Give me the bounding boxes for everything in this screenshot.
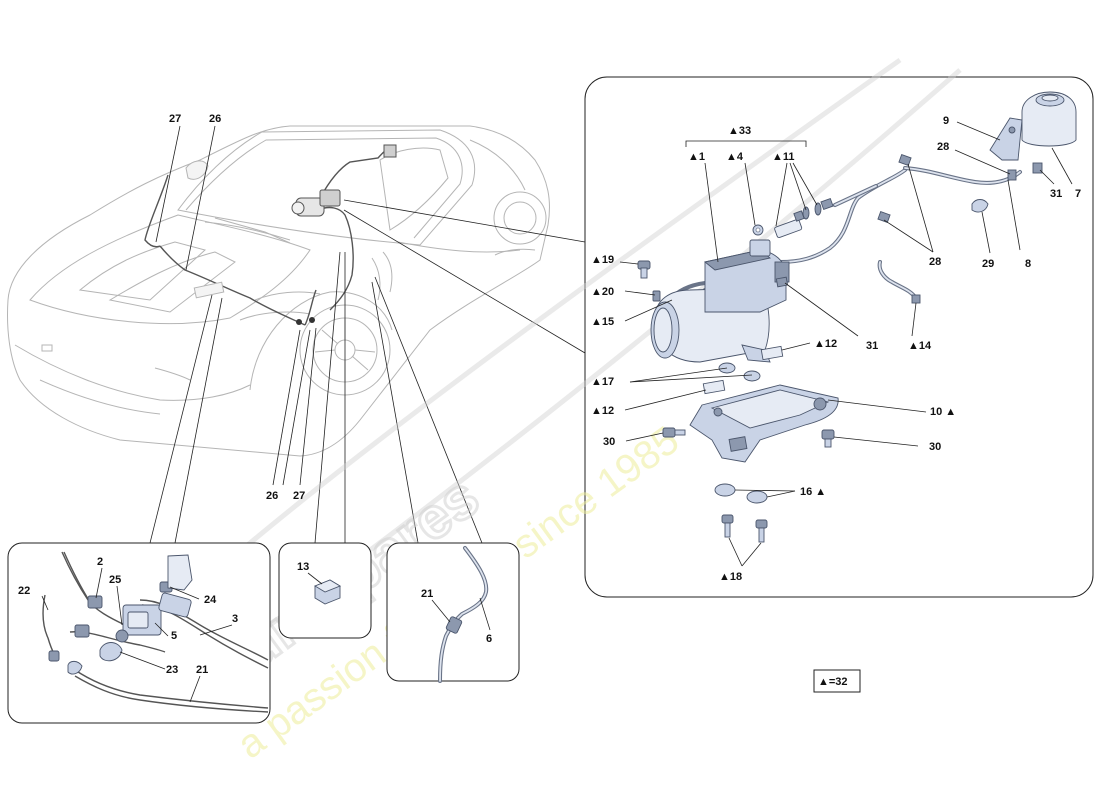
callout-27-top: 27 bbox=[169, 113, 181, 125]
callout-33: ▲33 bbox=[728, 125, 751, 137]
callout-30-left: 30 bbox=[603, 436, 615, 448]
callout-30-right: 30 bbox=[929, 441, 941, 453]
callout-18: ▲18 bbox=[719, 571, 742, 583]
legend-text: ▲=32 bbox=[818, 676, 848, 688]
callout-8: 8 bbox=[1025, 258, 1031, 270]
callout-26-top: 26 bbox=[209, 113, 221, 125]
callout-6: 6 bbox=[486, 633, 492, 645]
callout-29: 29 bbox=[982, 258, 994, 270]
callout-20: ▲20 bbox=[591, 286, 614, 298]
callout-16: 16 ▲ bbox=[800, 486, 826, 498]
callout-15: ▲15 bbox=[591, 316, 614, 328]
callout-23: 23 bbox=[166, 664, 178, 676]
car-leader-lines bbox=[149, 125, 586, 544]
car-outline bbox=[7, 125, 550, 457]
callout-1: ▲1 bbox=[688, 151, 705, 163]
callout-19: ▲19 bbox=[591, 254, 614, 266]
callout-5: 5 bbox=[171, 630, 177, 642]
callout-7: 7 bbox=[1075, 188, 1081, 200]
car-pump-thumbnail bbox=[291, 144, 397, 217]
callout-4: ▲4 bbox=[726, 151, 744, 163]
callout-17: ▲17 bbox=[591, 376, 614, 388]
callout-24: 24 bbox=[204, 594, 217, 606]
legend-box: ▲=32 bbox=[813, 669, 861, 693]
callout-13: 13 bbox=[297, 561, 309, 573]
main-leader-lines bbox=[619, 121, 1073, 567]
inset-middle-parts bbox=[307, 572, 342, 605]
callout-2: 2 bbox=[97, 556, 103, 568]
callout-26-bottom: 26 bbox=[266, 490, 278, 502]
callout-27-bottom: 27 bbox=[293, 490, 305, 502]
callout-10: 10 ▲ bbox=[930, 406, 956, 418]
callout-3: 3 bbox=[232, 613, 238, 625]
hydraulic-pump-unit bbox=[650, 239, 790, 363]
car-hydraulic-lines bbox=[144, 144, 397, 326]
callout-28-mid: 28 bbox=[929, 256, 941, 268]
callout-14: ▲14 bbox=[908, 340, 932, 352]
inset-left-parts bbox=[42, 551, 269, 713]
callout-22: 22 bbox=[18, 585, 30, 597]
callout-11: ▲11 bbox=[772, 151, 795, 163]
inset-left-leaders bbox=[41, 567, 233, 703]
callout-21-left: 21 bbox=[196, 664, 208, 676]
callout-31-mid: 31 bbox=[866, 340, 878, 352]
inset-right-parts bbox=[431, 546, 491, 683]
callout-9: 9 bbox=[943, 115, 949, 127]
callout-25: 25 bbox=[109, 574, 121, 586]
callout-labels: 27 26 26 27 2 22 25 24 3 5 23 21 13 21 6… bbox=[18, 113, 1081, 676]
inset-frame-right bbox=[386, 542, 520, 682]
pump-bracket bbox=[689, 384, 839, 463]
callout-21-right: 21 bbox=[421, 588, 433, 600]
main-detail-frame bbox=[584, 76, 1094, 598]
callout-12-right: ▲12 bbox=[814, 338, 837, 350]
callout-28-top: 28 bbox=[937, 141, 949, 153]
callout-31-right: 31 bbox=[1050, 188, 1062, 200]
callout-12-left: ▲12 bbox=[591, 405, 614, 417]
